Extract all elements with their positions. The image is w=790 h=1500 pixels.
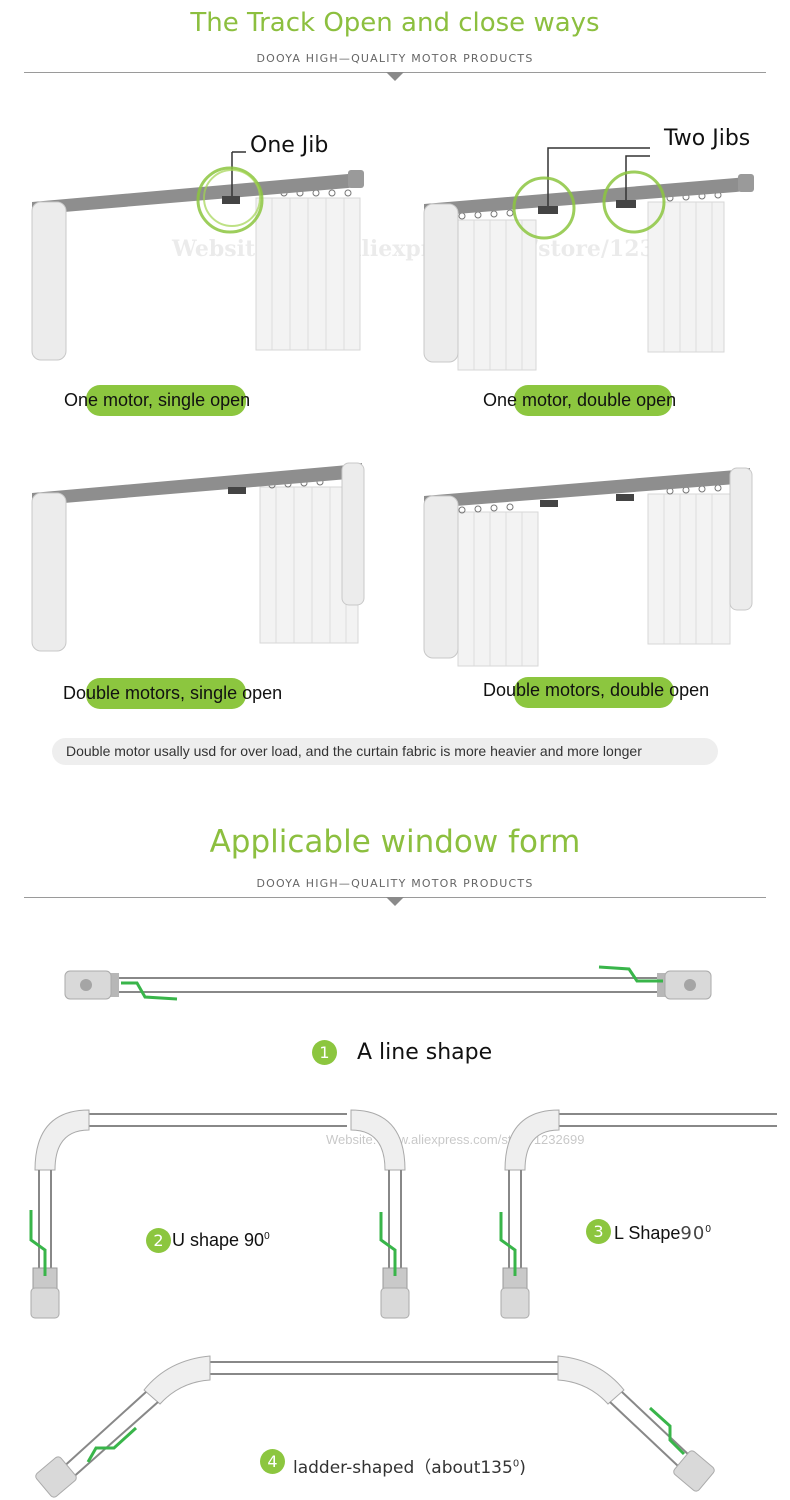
callout-one-jib: One Jib	[250, 133, 329, 158]
section-title-window-form: Applicable window form	[209, 824, 581, 860]
track-rail	[32, 172, 362, 212]
degree-superscript: 0	[705, 1224, 711, 1235]
jib-highlight-circle	[196, 166, 264, 234]
diagram-ladder-shape	[35, 1355, 715, 1498]
figure-one-motor-double-open	[423, 147, 754, 371]
direction-arrow	[121, 981, 178, 1001]
degree-superscript: 0	[264, 1231, 270, 1242]
badge-1: 1	[312, 1040, 337, 1065]
caption-double-motors-double-open: Double motors, double open	[483, 680, 710, 700]
motor-body-left	[423, 495, 459, 659]
divider-arrow-icon	[386, 72, 404, 81]
badge-2: 2	[146, 1228, 171, 1253]
direction-arrow	[29, 1210, 47, 1276]
diagram-line-shape	[64, 965, 712, 1001]
diagram-u-shape	[29, 1109, 410, 1319]
degree-superscript: 0	[512, 1458, 520, 1470]
motor-body-right	[341, 462, 365, 606]
diagram-l-shape	[499, 1109, 777, 1319]
label-u-shape-text: U shape 90	[172, 1230, 265, 1250]
motor-head-right	[380, 1287, 410, 1319]
corner-bend-left	[34, 1109, 90, 1171]
section-subtitle: DOOYA HIGH—QUALITY MOTOR PRODUCTS	[256, 877, 534, 890]
curtain-right	[647, 493, 731, 645]
label-ladder-shape-text: ladder-shaped（about135	[293, 1458, 513, 1478]
jib-left	[538, 206, 558, 214]
direction-arrow	[86, 1426, 138, 1463]
jib-right	[616, 494, 634, 501]
corner-bend-left	[143, 1355, 211, 1405]
motor-body-left	[31, 492, 67, 652]
section-subtitle: DOOYA HIGH—QUALITY MOTOR PRODUCTS	[256, 52, 534, 65]
jib	[228, 487, 246, 494]
caption-one-motor-single-open: One motor, single open	[64, 390, 251, 410]
corner-bend	[504, 1109, 560, 1171]
figure-double-motors-single-open	[31, 462, 365, 652]
track-rail	[424, 468, 750, 506]
track-rail	[32, 463, 362, 503]
section-title-track-ways: The Track Open and close ways	[190, 8, 600, 38]
jib	[222, 196, 240, 204]
curtain-left	[457, 219, 537, 371]
label-line-shape: A line shape	[357, 1040, 493, 1065]
caption-highlight	[86, 385, 246, 416]
track-rail	[424, 176, 752, 214]
jib-right	[616, 200, 636, 208]
figure-one-motor-single-open	[31, 151, 364, 361]
motor-body	[31, 201, 67, 361]
curtain-left	[457, 511, 539, 667]
jib-highlight-circles	[512, 170, 666, 240]
label-ladder-shape: ladder-shaped（about1350)	[293, 1453, 526, 1478]
jib-left	[540, 500, 558, 507]
direction-arrow	[648, 1406, 686, 1456]
figure-double-motors-double-open	[423, 467, 753, 667]
motor-head-right	[673, 1450, 715, 1492]
label-l-shape-angle: 90	[680, 1223, 706, 1244]
motor-head-left	[30, 1287, 60, 1319]
caption-highlight	[514, 677, 674, 708]
label-ladder-close-paren: )	[519, 1458, 526, 1478]
callout-two-jibs: Two Jibs	[664, 126, 751, 151]
caption-double-motors-single-open: Double motors, single open	[63, 683, 283, 703]
direction-arrow	[499, 1212, 517, 1276]
label-l-shape: L Shape900	[614, 1223, 711, 1244]
curtain	[255, 197, 361, 351]
track-end-cap	[348, 170, 364, 188]
direction-arrow	[379, 1212, 397, 1276]
badge-3: 3	[586, 1219, 611, 1244]
caption-one-motor-double-open: One motor, double open	[483, 390, 677, 410]
track-end-cap	[738, 174, 754, 192]
divider-arrow-icon	[386, 897, 404, 906]
corner-bend-right	[557, 1355, 625, 1405]
badge-4: 4	[260, 1449, 285, 1474]
motor-body	[423, 203, 459, 363]
note-double-motor: Double motor usally usd for over load, a…	[52, 738, 718, 765]
caption-highlight	[86, 678, 246, 709]
label-l-shape-text: L Shape	[614, 1223, 681, 1243]
motor-head-left	[35, 1456, 77, 1498]
corner-bend-right	[350, 1109, 406, 1171]
label-u-shape: U shape 900	[172, 1230, 270, 1251]
caption-highlight	[514, 385, 672, 416]
curtain-right	[647, 201, 725, 353]
motor-head	[500, 1287, 530, 1319]
direction-arrow	[598, 965, 663, 983]
motor-body-right	[729, 467, 753, 611]
